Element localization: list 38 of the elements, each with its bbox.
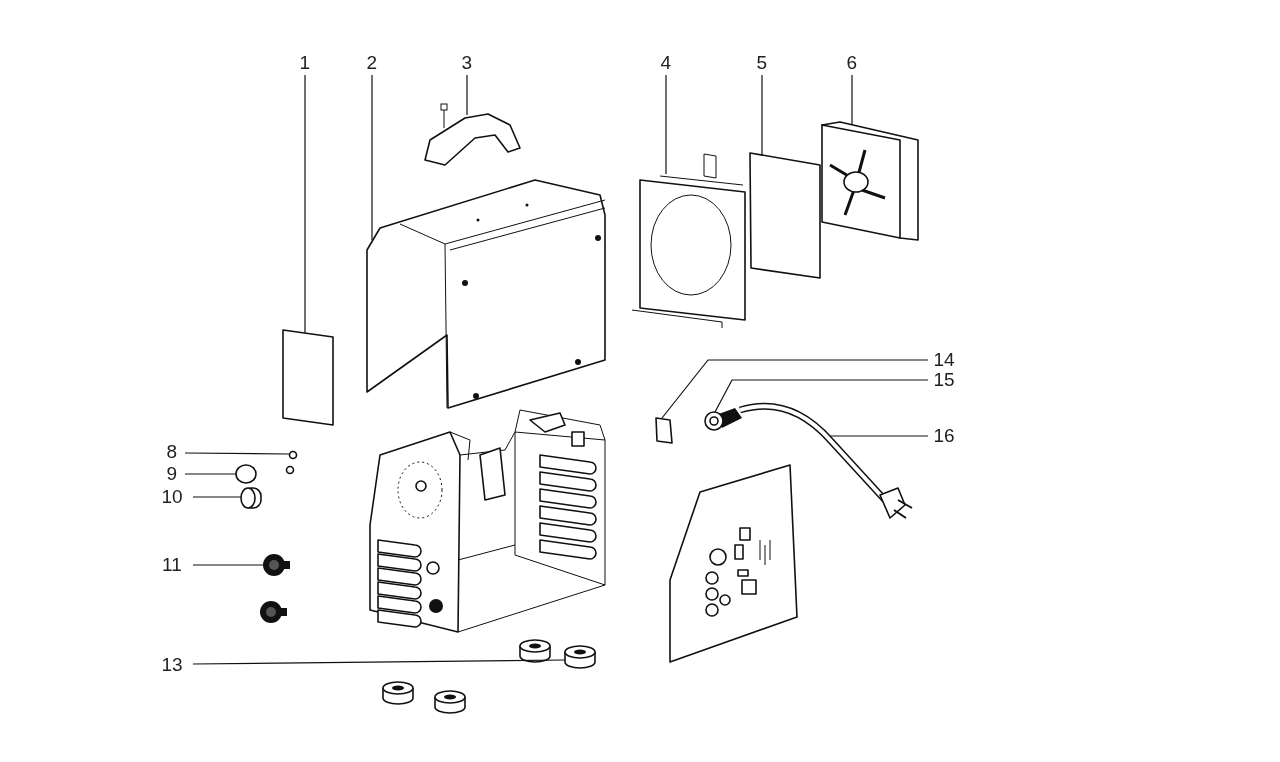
callout-number: 9 xyxy=(166,464,178,484)
leader-line xyxy=(466,74,468,116)
knob-drawing-drawing xyxy=(240,487,262,509)
label-plate xyxy=(282,329,334,426)
callout-number: 10 xyxy=(161,487,183,507)
leader-line xyxy=(184,473,237,475)
leader-line xyxy=(661,359,929,419)
leader-line xyxy=(192,564,264,566)
rubber-foot-drawing xyxy=(564,645,596,669)
nut xyxy=(288,450,298,460)
chip xyxy=(655,417,673,444)
leader-line xyxy=(184,452,290,455)
handle-drawing-drawing xyxy=(424,103,521,166)
leader-line xyxy=(714,379,929,413)
leader-line xyxy=(192,659,566,665)
callout-number: 15 xyxy=(933,370,955,390)
fan-bracket-drawing-drawing xyxy=(631,153,746,329)
washer xyxy=(235,464,257,484)
leader-line xyxy=(665,74,667,175)
leader-line xyxy=(761,74,763,156)
callout-number: 11 xyxy=(162,555,182,575)
callout-number: 2 xyxy=(366,53,378,73)
cable-gland-drawing-drawing xyxy=(704,408,742,431)
insulation-sheet xyxy=(749,152,821,279)
leader-line xyxy=(304,74,306,334)
cover-drawing-drawing xyxy=(366,179,606,409)
terminal-drawing-drawing xyxy=(263,554,290,576)
callout-number: 16 xyxy=(933,426,955,446)
callout-number: 3 xyxy=(461,53,473,73)
power-cable-drawing-drawing xyxy=(739,402,913,519)
fan-drawing-drawing xyxy=(821,121,919,241)
callout-number: 8 xyxy=(166,442,178,462)
callout-number: 6 xyxy=(846,53,858,73)
callout-number: 4 xyxy=(660,53,672,73)
callout-number: 1 xyxy=(299,53,311,73)
callout-number: 13 xyxy=(161,655,183,675)
callout-number: 14 xyxy=(933,350,955,370)
callout-number: 5 xyxy=(756,53,768,73)
